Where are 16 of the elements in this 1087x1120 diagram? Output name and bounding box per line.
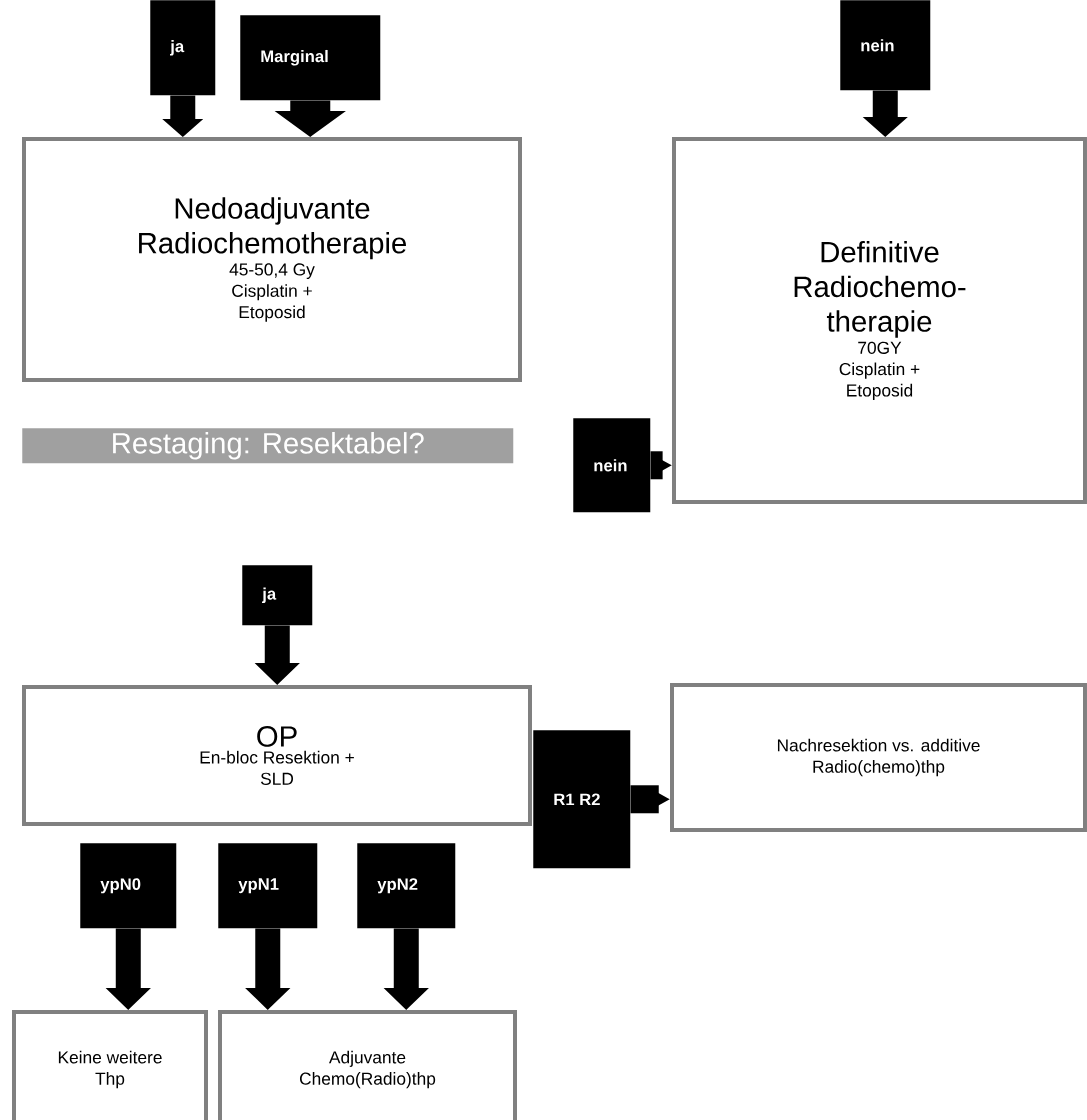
arrow-label-block: ja	[150, 0, 216, 96]
arrow-label-block: ja	[242, 565, 313, 626]
process-box: OP En-bloc Resektion + SLD	[22, 685, 532, 826]
arrow-label-block: ypN1	[218, 843, 318, 929]
process-box: Keine weitere Thp	[12, 1010, 208, 1120]
process-box: Adjuvante Chemo(Radio)thp	[218, 1010, 517, 1120]
arrow-label-block: nein	[840, 0, 931, 91]
process-box: Nachresektion vs. additive Radio(chemo)thp	[670, 683, 1087, 832]
question-band: Restaging: Resektabel?	[22, 428, 514, 464]
arrow-label-block: nein	[573, 418, 651, 513]
process-box: Definitive Radiochemo- therapie 70GY Cisplatin + Etoposid	[672, 137, 1087, 504]
arrow-label-block: ypN2	[357, 843, 456, 929]
arrow-label-block: ypN0	[80, 843, 177, 929]
arrow-label-block: R1 R2	[533, 730, 631, 869]
process-box: Nedoadjuvante Radiochemotherapie 45-50,4 Gy Cisplatin + Etoposid	[22, 137, 522, 382]
arrow-label-block: Marginal	[240, 15, 381, 101]
